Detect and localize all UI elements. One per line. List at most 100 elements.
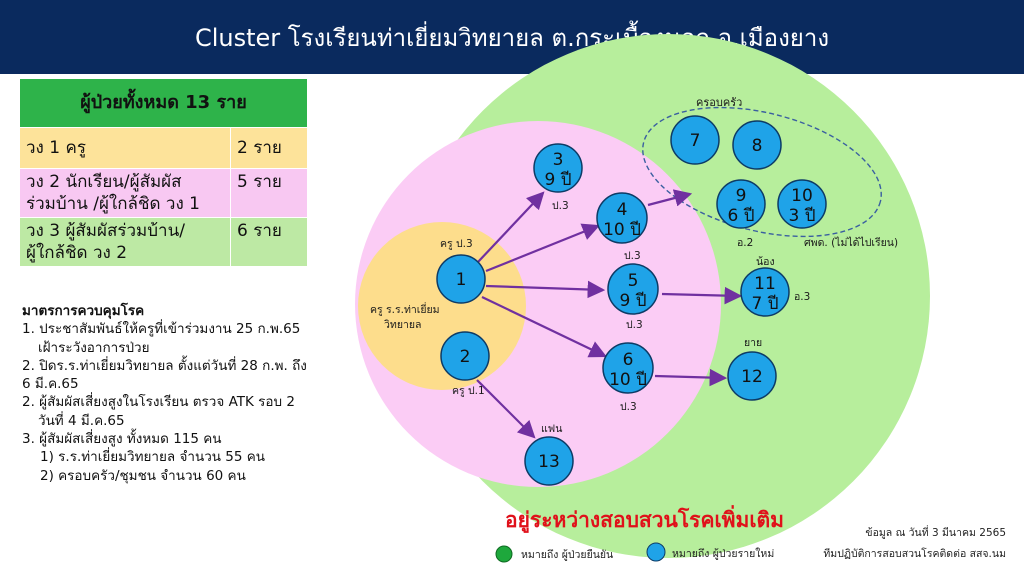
page-header: Cluster โรงเรียนท่าเยี่ยมวิทยายล ต.กระเบ… [0,0,1024,74]
school-label-line1: ครู ร.ร.ท่าเยี่ยม [370,302,440,316]
team-credit: ทีมปฏิบัติการสอบสวนโรคติดต่อ สสจ.นม [823,547,1006,560]
case-node-circle [777,179,827,229]
transmission-arrows [476,189,743,439]
arrow-6-to-12 [654,368,728,387]
measure-line: วันที่ 4 มี.ค.65 [38,412,125,429]
case-node-id: 1 [456,270,467,290]
case-node-tag: อ.3 [794,291,810,303]
case-node-circle [602,342,654,394]
summary-row-ring1: วง 1 ครู 2 ราย [19,127,308,169]
case-node-11: 117 ปี อ.3 น้อง [740,256,810,317]
arrow-1-to-6 [481,296,607,358]
ring3-label: วง 3 ผู้สัมผัสร่วมบ้าน/ ผู้ใกล้ชิด วง 2 [19,217,231,267]
case-node-age: 7 ปี [751,294,778,314]
family-group-outline [642,106,882,238]
case-node-12: 12 ยาย [727,337,777,401]
case-node-id: 9 [736,186,747,206]
case-node-1: 1 ครู ป.3 [436,238,486,304]
ring3-label-line1: วง 3 ผู้สัมผัสร่วมบ้าน/ [26,221,185,241]
case-node-tag: ป.3 [624,250,641,262]
case-node-circle [440,331,490,381]
measure-line: 6 มี.ค.65 [22,376,79,393]
case-node-tag: ครู ป.3 [440,238,473,250]
case-node-id: 11 [754,274,776,294]
case-node-6: 610 ปีป.3 [602,342,654,413]
ring3-count: 6 ราย [230,217,308,267]
investigation-note: อยู่ระหว่างสอบสวนโรคเพิ่มเติม [505,504,784,534]
case-node-circle [716,179,766,229]
measure-line: เฝ้าระวังอาการป่วย [38,339,150,356]
case-node-13: 13 แฟน [524,423,574,486]
case-node-age: 9 ปี [544,170,571,190]
ring2-count: 5 ราย [230,168,308,218]
measure-line: 3. ผู้สัมผัสเสี่ยงสูง ทั้งหมด 115 คน [22,431,222,448]
arrow-1-to-5 [485,280,606,299]
summary-total-row: ผู้ป่วยทั้งหมด 13 ราย [19,78,308,128]
case-node-id: 13 [538,452,560,472]
case-node-relation: ยาย [744,337,762,349]
case-node-age: 6 ปี [727,206,754,226]
case-node-id: 2 [460,347,471,367]
arrow-1-to-3 [477,191,545,263]
arrow-2-to-13 [476,379,536,439]
case-node-tag: อ.2 [737,237,753,249]
case-node-tag: ครู ป.1 [452,385,485,397]
case-node-circle [436,254,486,304]
case-node-relation: แฟน [541,423,562,435]
new-case-legend-icon [646,542,666,562]
ring1-count: 2 ราย [230,127,308,169]
case-node-circle [740,267,790,317]
case-node-id: 8 [752,136,763,156]
case-node-circle [533,143,583,193]
arrow-4-to-family [647,189,693,207]
case-node-7: 7 [670,115,720,165]
case-node-tag: ป.3 [620,401,637,413]
case-node-4: 410 ปีป.3 [596,192,648,262]
case-node-age: 9 ปี [619,291,646,311]
case-node-tag: ป.3 [552,200,569,212]
case-node-id: 4 [617,200,628,220]
measures-title: มาตรการควบคุมโรค [22,303,145,319]
case-node-5: 59 ปีป.3 [607,263,659,331]
case-node-8: 8 [732,120,782,170]
case-node-9: 96 ปีอ.2 [716,179,766,249]
case-node-10: 103 ปีศพด. (ไม่ได้ไปเรียน) [777,179,898,249]
ring2-label: วง 2 นักเรียน/ผู้สัมผัส ร่วมบ้าน /ผู้ใกล… [19,168,231,218]
ring3-label-line2: ผู้ใกล้ชิด วง 2 [26,243,128,263]
case-summary-table: ผู้ป่วยทั้งหมด 13 ราย วง 1 ครู 2 ราย วง … [19,78,308,267]
case-node-circle [607,263,659,315]
case-node-circle [524,436,574,486]
legend-new-text: หมายถึง ผู้ป่วยรายใหม่ [672,547,774,560]
measure-line: 1. ประชาสัมพันธ์ให้ครูที่เข้าร่วมงาน 25 … [22,321,301,338]
measure-line: 2. ผู้สัมผัสเสี่ยงสูงในโรงเรียน ตรวจ ATK… [22,394,295,411]
summary-row-ring2: วง 2 นักเรียน/ผู้สัมผัส ร่วมบ้าน /ผู้ใกล… [19,168,308,218]
case-node-id: 12 [741,367,763,387]
ring2-label-line2: ร่วมบ้าน /ผู้ใกล้ชิด วง 1 [26,194,200,214]
case-node-tag: ศพด. (ไม่ได้ไปเรียน) [804,236,898,249]
case-node-age: 3 ปี [788,206,815,226]
case-node-id: 5 [628,271,639,291]
confirmed-case-legend-icon [495,545,513,563]
case-node-relation: น้อง [756,256,775,268]
measure-line: 1) ร.ร.ท่าเยี่ยมวิทยายล จำนวน 55 คน [40,449,266,466]
ring2-label-line1: วง 2 นักเรียน/ผู้สัมผัส [26,172,182,192]
case-node-circle [670,115,720,165]
family-group-label: ครอบครัว [696,96,742,109]
case-node-id: 7 [690,131,701,151]
case-node-tag: ป.3 [626,319,643,331]
case-node-circle [727,351,777,401]
case-node-id: 3 [553,150,564,170]
summary-row-ring3: วง 3 ผู้สัมผัสร่วมบ้าน/ ผู้ใกล้ชิด วง 2 … [19,217,308,267]
case-node-2: 2 ครู ป.1 [440,331,490,397]
case-node-age: 10 ปี [603,220,641,240]
legend-confirmed-text: หมายถึง ผู้ป่วยยืนยัน [521,548,613,561]
case-node-3: 39 ปีป.3 [533,143,583,212]
data-date: ข้อมูล ณ วันที่ 3 มีนาคม 2565 [865,525,1006,539]
arrow-5-to-11 [661,286,743,305]
measure-line: 2. ปิดร.ร.ท่าเยี่ยมวิทยายล ตั้งแต่วันที่… [22,357,307,374]
ring1-label: วง 1 ครู [19,127,231,169]
case-node-id: 10 [791,186,813,206]
arrow-1-to-4 [485,223,601,273]
